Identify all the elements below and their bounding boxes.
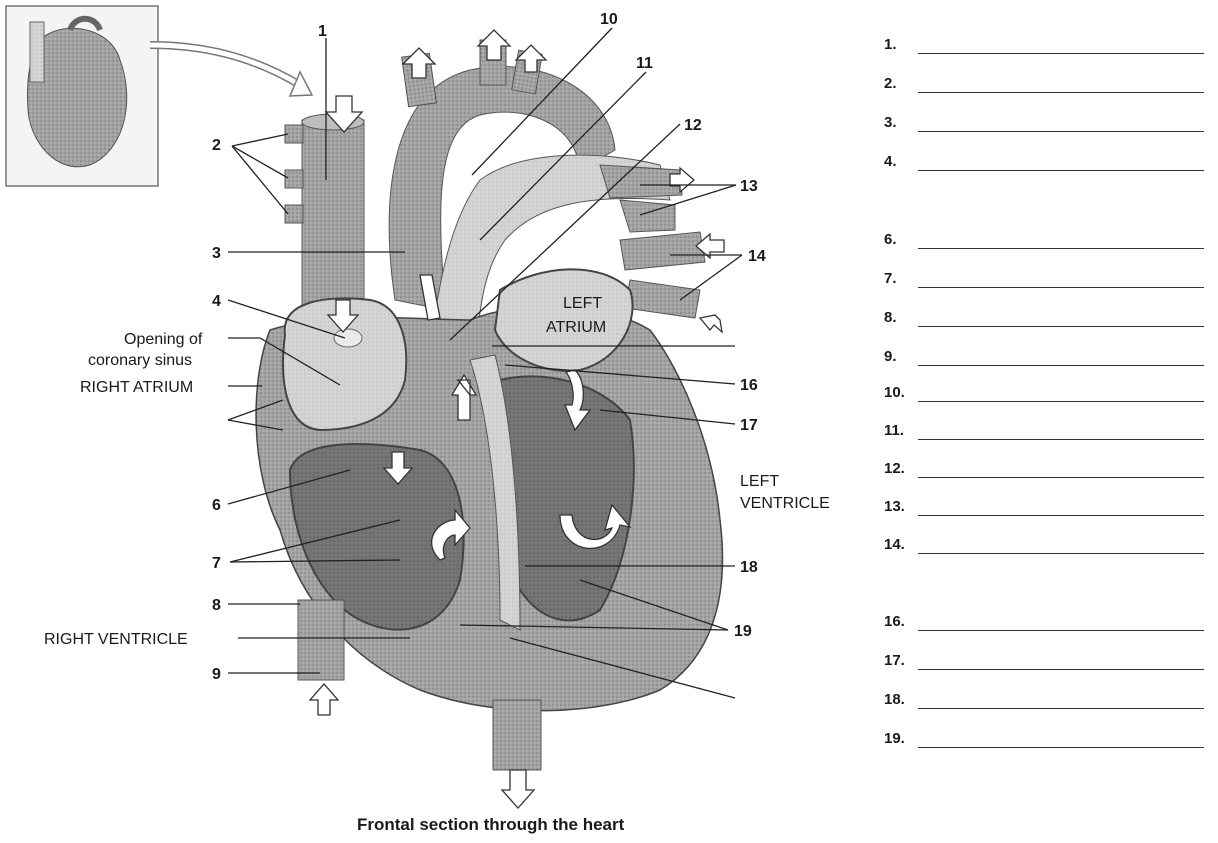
answer-number: 2. bbox=[884, 75, 897, 92]
answer-number: 13. bbox=[884, 498, 905, 515]
label-6: 6 bbox=[212, 497, 221, 514]
label-18: 18 bbox=[740, 559, 758, 576]
answer-blank[interactable] bbox=[918, 708, 1204, 709]
answer-blank[interactable] bbox=[918, 439, 1204, 440]
answer-row[interactable]: 2. bbox=[884, 75, 1210, 97]
label-7: 7 bbox=[212, 555, 221, 572]
left-atrium-label-2: ATRIUM bbox=[546, 319, 606, 336]
answer-blank[interactable] bbox=[918, 477, 1204, 478]
answer-number: 1. bbox=[884, 36, 897, 53]
answer-number: 9. bbox=[884, 348, 897, 365]
answer-number: 4. bbox=[884, 153, 897, 170]
answer-row[interactable]: 17. bbox=[884, 652, 1210, 674]
answer-row[interactable]: 10. bbox=[884, 384, 1210, 406]
opening-of-label: Opening of bbox=[124, 331, 203, 348]
figure-caption: Frontal section through the heart bbox=[357, 815, 625, 834]
label-1: 1 bbox=[318, 23, 327, 40]
answer-number: 3. bbox=[884, 114, 897, 131]
answer-row[interactable]: 1. bbox=[884, 36, 1210, 58]
answer-blank[interactable] bbox=[918, 92, 1204, 93]
label-11: 11 bbox=[636, 55, 653, 72]
label-9: 9 bbox=[212, 666, 221, 683]
label-16: 16 bbox=[740, 377, 758, 394]
label-14: 14 bbox=[748, 248, 766, 265]
label-2: 2 bbox=[212, 137, 221, 154]
answer-row[interactable]: 16. bbox=[884, 613, 1210, 635]
left-atrium-label-1: LEFT bbox=[563, 295, 602, 312]
answer-number: 16. bbox=[884, 613, 905, 630]
answer-row[interactable]: 4. bbox=[884, 153, 1210, 175]
answer-row[interactable]: 8. bbox=[884, 309, 1210, 331]
label-10: 10 bbox=[600, 11, 618, 28]
coronary-sinus-label: coronary sinus bbox=[88, 352, 192, 369]
answer-row[interactable]: 13. bbox=[884, 498, 1210, 520]
label-19: 19 bbox=[734, 623, 752, 640]
answer-row[interactable]: 14. bbox=[884, 536, 1210, 558]
answer-blank[interactable] bbox=[918, 53, 1204, 54]
label-13: 13 bbox=[740, 178, 758, 195]
answer-blank[interactable] bbox=[918, 365, 1204, 366]
answer-number: 7. bbox=[884, 270, 897, 287]
answer-blank[interactable] bbox=[918, 131, 1204, 132]
right-atrium-label: RIGHT ATRIUM bbox=[80, 379, 193, 396]
answer-number: 11. bbox=[884, 422, 904, 439]
answer-number: 8. bbox=[884, 309, 897, 326]
answer-number: 6. bbox=[884, 231, 897, 248]
answer-row[interactable]: 19. bbox=[884, 730, 1210, 752]
left-ventricle-label-2: VENTRICLE bbox=[740, 495, 830, 512]
answer-blank[interactable] bbox=[918, 669, 1204, 670]
answer-blank[interactable] bbox=[918, 747, 1204, 748]
answer-row[interactable]: 12. bbox=[884, 460, 1210, 482]
answer-row[interactable]: 3. bbox=[884, 114, 1210, 136]
answer-number: 17. bbox=[884, 652, 905, 669]
answer-number: 12. bbox=[884, 460, 905, 477]
inset-thumbnail bbox=[6, 6, 312, 186]
label-4: 4 bbox=[212, 293, 221, 310]
answer-blank[interactable] bbox=[918, 553, 1204, 554]
right-ventricle-label: RIGHT VENTRICLE bbox=[44, 631, 188, 648]
answer-blank[interactable] bbox=[918, 287, 1204, 288]
answer-blank[interactable] bbox=[918, 515, 1204, 516]
answer-number: 10. bbox=[884, 384, 905, 401]
answer-number: 19. bbox=[884, 730, 905, 747]
answer-number: 14. bbox=[884, 536, 905, 553]
label-12: 12 bbox=[684, 117, 702, 134]
answer-row[interactable]: 7. bbox=[884, 270, 1210, 292]
answer-row[interactable]: 18. bbox=[884, 691, 1210, 713]
answer-blank[interactable] bbox=[918, 248, 1204, 249]
label-3: 3 bbox=[212, 245, 221, 262]
left-ventricle-label-1: LEFT bbox=[740, 473, 779, 490]
answer-number: 18. bbox=[884, 691, 905, 708]
answer-blank[interactable] bbox=[918, 630, 1204, 631]
answer-blank[interactable] bbox=[918, 170, 1204, 171]
answer-row[interactable]: 9. bbox=[884, 348, 1210, 370]
label-17: 17 bbox=[740, 417, 758, 434]
label-8: 8 bbox=[212, 597, 221, 614]
answer-row[interactable]: 11. bbox=[884, 422, 1210, 444]
answer-row[interactable]: 6. bbox=[884, 231, 1210, 253]
answer-blank[interactable] bbox=[918, 401, 1204, 402]
answer-blank[interactable] bbox=[918, 326, 1204, 327]
